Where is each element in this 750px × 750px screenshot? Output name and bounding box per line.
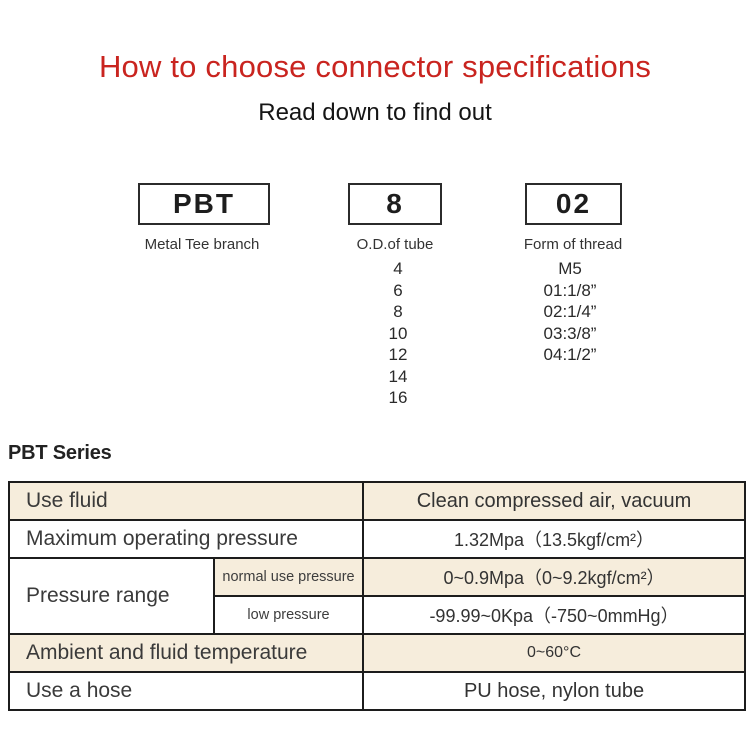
thread-option: 03:3/8” <box>543 323 597 343</box>
series-heading: PBT Series <box>8 442 112 464</box>
series-code-box: PBT <box>138 183 270 225</box>
low-pressure-value: -99.99~0Kpa（-750~0mmHg） <box>362 595 747 635</box>
normal-pressure-label: normal use pressure <box>212 557 365 597</box>
spec-table: Use fluid Clean compressed air, vacuum M… <box>7 481 747 711</box>
tube-od-code-label: 8 <box>386 188 404 219</box>
temperature-label: Ambient and fluid temperature <box>7 633 365 673</box>
tube-od-option: 10 <box>388 323 408 343</box>
table-row-hose: Use a hose PU hose, nylon tube <box>7 671 747 711</box>
pressure-range-label: Pressure range <box>8 557 215 635</box>
table-row-pressure-normal: Pressure range normal use pressure 0~0.9… <box>8 557 747 635</box>
low-pressure-label: low pressure <box>212 595 365 635</box>
tube-od-caption: O.D.of tube <box>356 236 434 253</box>
thread-options-list: M5 01:1/8” 02:1/4” 03:3/8” 04:1/2” <box>490 258 650 366</box>
tube-od-option: 6 <box>393 280 403 300</box>
thread-option: 02:1/4” <box>543 302 597 321</box>
use-fluid-label: Use fluid <box>7 481 365 521</box>
temperature-value: 0~60°C <box>362 633 747 673</box>
max-pressure-value: 1.32Mpa（13.5kgf/cm²） <box>362 519 747 559</box>
series-code-label: PBT <box>173 188 235 219</box>
tube-od-option: 14 <box>388 366 408 386</box>
tube-od-option: 16 <box>388 388 408 407</box>
max-pressure-label: Maximum operating pressure <box>7 519 365 559</box>
hose-value: PU hose, nylon tube <box>362 671 747 711</box>
use-fluid-value: Clean compressed air, vacuum <box>362 481 747 521</box>
thread-code-box: 02 <box>525 183 622 225</box>
table-row-pressure-low: low pressure -99.99~0Kpa（-750~0mmHg） <box>9 595 747 635</box>
hose-label: Use a hose <box>7 671 365 711</box>
thread-caption: Form of thread <box>523 236 623 253</box>
tube-od-options-list: 4 6 8 10 12 14 16 <box>318 258 478 409</box>
tube-od-code-box: 8 <box>348 183 442 225</box>
page-title: How to choose connector specifications <box>98 49 652 84</box>
thread-option: 04:1/2” <box>543 345 597 364</box>
series-code-caption: Metal Tee branch <box>144 236 260 253</box>
thread-option: 01:1/8” <box>543 280 597 300</box>
tube-od-option: 8 <box>393 302 403 321</box>
tube-od-option: 4 <box>393 259 403 278</box>
table-row-max-pressure: Maximum operating pressure 1.32Mpa（13.5k… <box>7 519 747 559</box>
table-row-temperature: Ambient and fluid temperature 0~60°C <box>7 633 747 673</box>
normal-pressure-value: 0~0.9Mpa（0~9.2kgf/cm²） <box>362 557 747 597</box>
thread-option: M5 <box>558 259 582 278</box>
tube-od-option: 12 <box>388 345 408 364</box>
table-row-use-fluid: Use fluid Clean compressed air, vacuum <box>7 481 747 521</box>
thread-code-label: 02 <box>555 188 592 219</box>
page-subtitle: Read down to find out <box>258 99 492 126</box>
